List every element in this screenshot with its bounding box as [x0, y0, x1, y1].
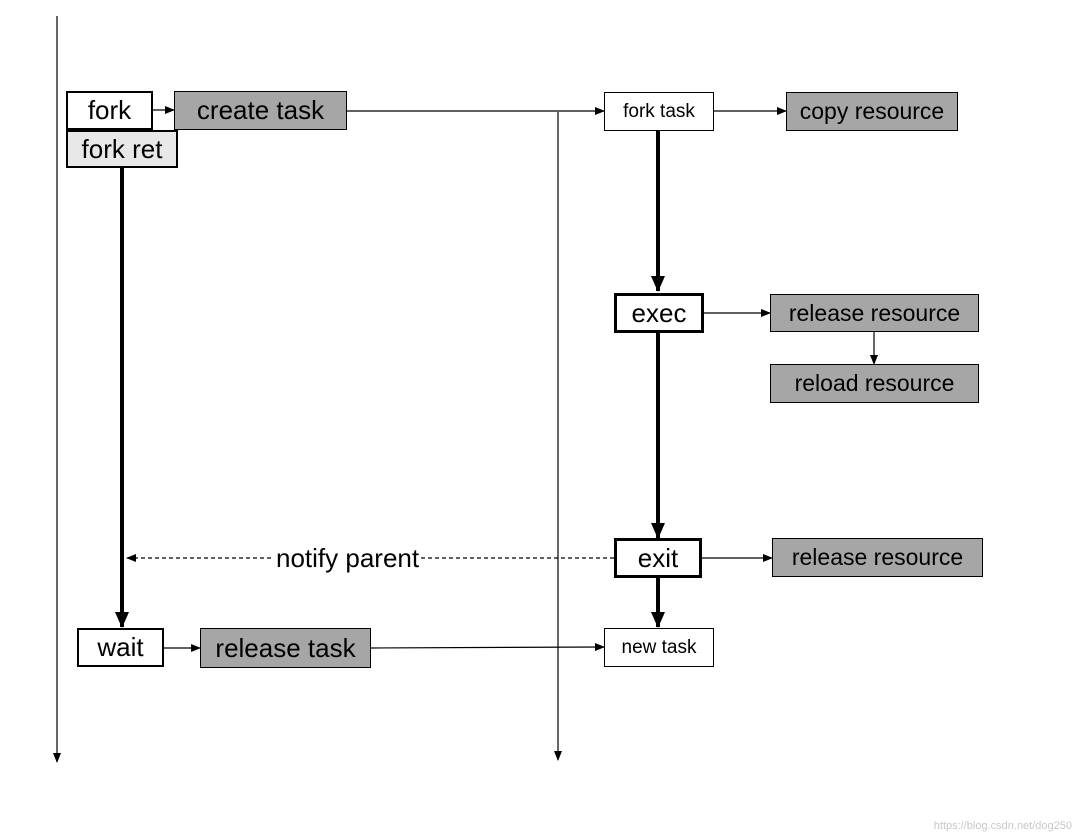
node-copy-resource: copy resource — [786, 92, 958, 131]
node-release-resource-exit: release resource — [772, 538, 983, 577]
node-exit: exit — [614, 538, 702, 578]
node-wait: wait — [77, 628, 164, 667]
node-release-task: release task — [200, 628, 371, 668]
node-fork-ret: fork ret — [66, 130, 178, 168]
node-create-task: create task — [174, 91, 347, 130]
node-release-resource-exec: release resource — [770, 294, 979, 332]
node-new-task: new task — [604, 628, 714, 667]
edge-label-notify-parent: notify parent — [274, 543, 422, 573]
edge-release-task-to-new-task — [370, 643, 605, 652]
node-fork-task: fork task — [604, 92, 714, 131]
node-fork: fork — [66, 91, 153, 130]
node-exec: exec — [614, 293, 704, 333]
node-reload-resource: reload resource — [770, 364, 979, 403]
watermark-text: https://blog.csdn.net/dog250 — [933, 820, 1072, 832]
